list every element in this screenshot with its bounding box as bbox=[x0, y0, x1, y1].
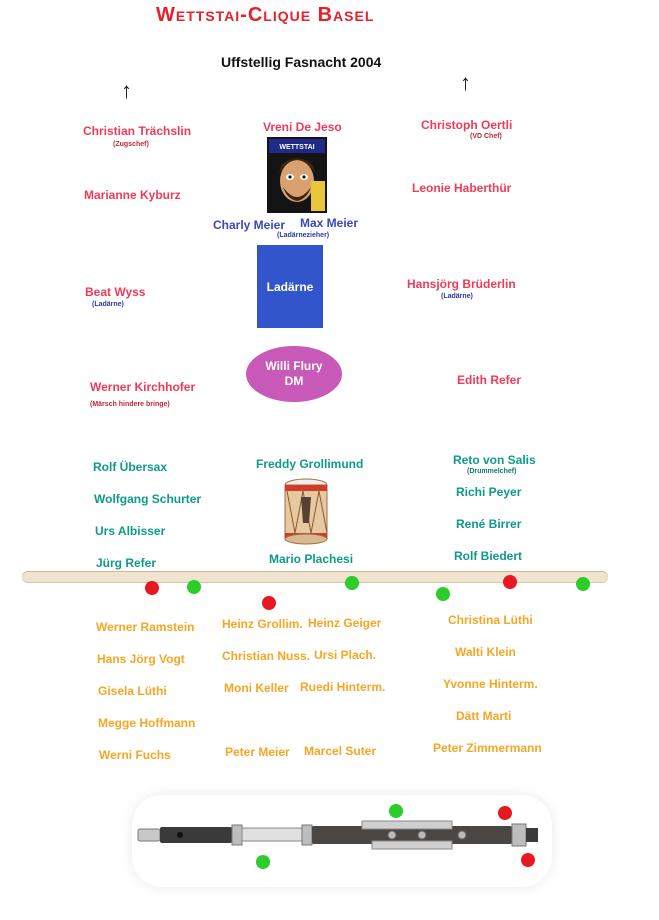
piper-name: Hans Jörg Vogt bbox=[97, 652, 185, 666]
piper-name: Werner Ramstein bbox=[96, 620, 195, 634]
page-subtitle: Uffstellig Fasnacht 2004 bbox=[221, 54, 382, 70]
confetti-dot bbox=[436, 587, 450, 601]
piper-name: Dätt Marti bbox=[456, 709, 512, 723]
drummer-name: Rolf Biedert bbox=[454, 549, 523, 563]
piper-name: Peter Zimmermann bbox=[433, 741, 542, 755]
confetti-dot bbox=[256, 855, 270, 869]
person-name: Edith Refer bbox=[457, 373, 522, 387]
person-name: Christoph Oertli bbox=[421, 118, 513, 132]
person-name: Beat Wyss bbox=[85, 285, 146, 299]
person-name: Max Meier bbox=[300, 216, 359, 230]
confetti-dot bbox=[187, 580, 201, 594]
drummer-name: Wolfgang Schurter bbox=[94, 492, 202, 506]
drummer-name: Freddy Grollimund bbox=[256, 457, 364, 471]
person-role: (Ladärnezieher) bbox=[277, 232, 330, 239]
piper-name: Heinz Geiger bbox=[308, 616, 382, 630]
page-title: Wettstai-Clique Basel bbox=[156, 4, 375, 26]
piper-name: Peter Meier bbox=[225, 745, 290, 759]
confetti-dot bbox=[498, 806, 512, 820]
up-arrow-icon: ↑ bbox=[460, 70, 471, 95]
piper-name: Ruedi Hinterm. bbox=[300, 680, 386, 694]
piccolo-icon bbox=[137, 820, 538, 850]
portrait-caption: WETTSTAI bbox=[279, 144, 314, 151]
person-role: (Zugschef) bbox=[113, 141, 149, 148]
piper-name: Gisela Lüthi bbox=[98, 684, 167, 698]
drummer-name: Rolf Übersax bbox=[93, 460, 168, 474]
drumstick-divider bbox=[22, 571, 608, 583]
drummer-name: René Birrer bbox=[456, 517, 522, 531]
confetti-dot bbox=[521, 853, 535, 867]
person-role: (Ladärne) bbox=[441, 293, 473, 300]
drummer-name: Reto von Salis bbox=[453, 453, 536, 467]
piper-name: Ursi Plach. bbox=[314, 648, 377, 662]
piper-name: Walti Klein bbox=[455, 645, 516, 659]
piper-name: Christian Nuss. bbox=[222, 649, 311, 663]
person-role: (Ladärne) bbox=[92, 301, 124, 308]
piper-name: Megge Hoffmann bbox=[98, 716, 196, 730]
piper-name: Marcel Suter bbox=[304, 744, 377, 758]
drummer-name: Jürg Refer bbox=[96, 556, 157, 570]
drummer-name: Urs Albisser bbox=[95, 524, 166, 538]
person-name: Vreni De Jeso bbox=[263, 120, 342, 134]
confetti-dot bbox=[576, 577, 590, 591]
piper-name: Yvonne Hinterm. bbox=[443, 677, 538, 691]
person-name: Werner Kirchhofer bbox=[90, 380, 196, 394]
person-role: (VD Chef) bbox=[470, 133, 502, 140]
drummer-name: Richi Peyer bbox=[456, 485, 522, 499]
person-name: Christian Trächslin bbox=[83, 124, 192, 138]
confetti-dot bbox=[503, 575, 517, 589]
confetti-dot bbox=[145, 581, 159, 595]
confetti-dot bbox=[389, 804, 403, 818]
piper-name: Moni Keller bbox=[224, 681, 289, 695]
piper-name: Christina Lüthi bbox=[448, 613, 533, 627]
person-name: Leonie Haberthür bbox=[412, 181, 512, 195]
person-role: (Drummelchef) bbox=[467, 468, 517, 475]
drummer-name: Mario Plachesi bbox=[269, 552, 354, 566]
person-name: Marianne Kyburz bbox=[84, 188, 181, 202]
drum-major-role: DM bbox=[284, 374, 304, 388]
portrait-image: WETTSTAI bbox=[267, 137, 327, 213]
piccolo-image-frame bbox=[132, 795, 552, 887]
person-name: Charly Meier bbox=[213, 218, 286, 232]
person-name: Hansjörg Brüderlin bbox=[407, 277, 516, 291]
drum-major-ellipse: Willi Flury DM bbox=[246, 346, 342, 402]
drum-icon bbox=[283, 477, 329, 547]
person-role: (Märsch hindere bringe) bbox=[90, 401, 170, 408]
confetti-dot bbox=[345, 576, 359, 590]
piper-name: Werni Fuchs bbox=[99, 748, 171, 762]
up-arrow-icon: ↑ bbox=[121, 78, 132, 103]
confetti-dot bbox=[262, 596, 276, 610]
drum-major-name: Willi Flury bbox=[265, 359, 323, 373]
piper-name: Heinz Grollim. bbox=[222, 617, 303, 631]
lantern-box: Ladärne bbox=[257, 245, 323, 328]
